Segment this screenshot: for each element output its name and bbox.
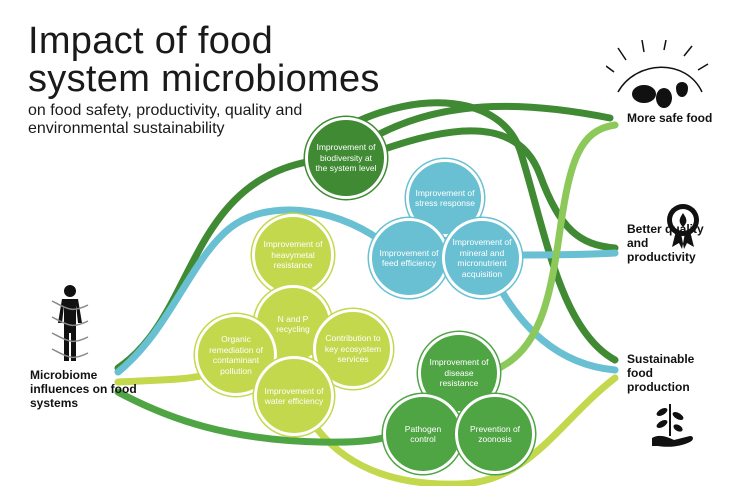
node-ecosystem-services-label: Contribution to key ecosystem services (324, 333, 382, 365)
page-subtitle: on food safety, productivity, quality an… (28, 102, 303, 137)
human-microbiome-icon (51, 285, 89, 361)
node-organic-remediation-label: Organic remediation of contaminant pollu… (209, 334, 263, 376)
flow-light-green-3 (491, 121, 619, 374)
node-mineral-acquisition: Improvement of mineral and micronutrient… (442, 218, 522, 298)
plant-hand-icon (652, 404, 693, 447)
outcome-better-quality: Better quality and productivity (627, 222, 704, 264)
flow-light-green-2 (314, 374, 619, 486)
node-biodiversity-label: Improvement of biodiversity at the syste… (315, 142, 377, 174)
flow-dark-green-2 (368, 102, 614, 142)
node-np-recycling-label: N and P recycling (276, 313, 310, 335)
food-sun-icon (606, 40, 709, 108)
quality-rosette-icon (667, 204, 699, 249)
node-disease-resistance-label: Improvement of disease resistance (429, 357, 489, 389)
flow-medium-green-1 (114, 388, 404, 446)
outcome-safe-food: More safe food (627, 111, 713, 125)
title-line-1: Impact of food (28, 20, 274, 62)
node-zoonosis-prevention-label: Prevention of zoonosis (469, 423, 521, 445)
page-title: Impact of food system microbiomes (28, 22, 380, 98)
node-pathogen-control: Pathogen control (383, 394, 463, 474)
node-zoonosis-prevention: Prevention of zoonosis (455, 394, 535, 474)
node-feed-efficiency-label: Improvement of feed efficiency (379, 247, 439, 269)
node-biodiversity: Improvement of biodiversity at the syste… (305, 117, 387, 199)
node-feed-efficiency: Improvement of feed efficiency (369, 218, 449, 298)
title-line-2: system microbiomes (28, 58, 380, 100)
flow-light-green-1 (114, 371, 209, 386)
node-water-efficiency-label: Improvement of water efficiency (264, 385, 324, 407)
node-pathogen-control-label: Pathogen control (404, 423, 442, 445)
node-heavymetal-resistance-label: Improvement of heavymetal resistance (263, 239, 323, 271)
source-label: Microbiome influences on food systems (30, 368, 137, 410)
node-heavymetal-resistance: Improvement of heavymetal resistance (252, 214, 334, 296)
flow-blue-1 (114, 206, 384, 376)
outcome-sustainable: Sustainable food production (627, 352, 695, 394)
node-stress-response-label: Improvement of stress response (415, 187, 475, 209)
node-ecosystem-services: Contribution to key ecosystem services (313, 309, 393, 389)
flow-dark-green-4 (346, 99, 619, 364)
node-mineral-acquisition-label: Improvement of mineral and micronutrient… (452, 237, 512, 279)
node-water-efficiency: Improvement of water efficiency (254, 356, 334, 436)
flow-dark-green-3 (364, 127, 619, 252)
